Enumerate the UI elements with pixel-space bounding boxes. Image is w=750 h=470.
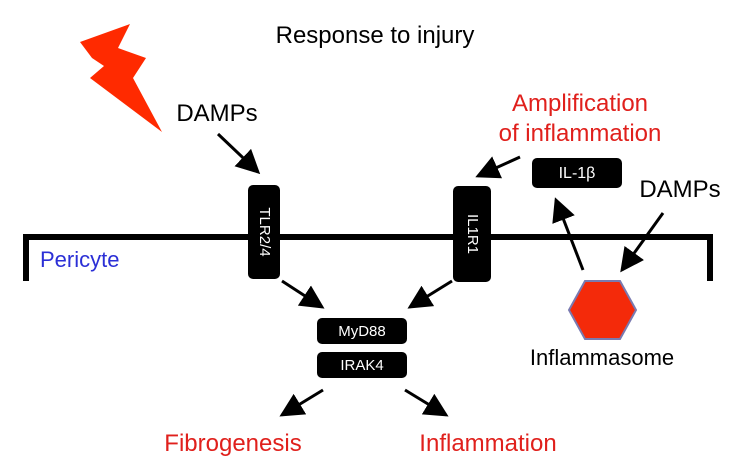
arrow-damps-to-tlr (216, 132, 261, 175)
irak4-label: IRAK4 (340, 357, 383, 374)
inflammasome-label: Inflammasome (530, 345, 674, 370)
damps-label-right: DAMPs (639, 176, 720, 203)
il1r1-receptor: IL1R1 (453, 186, 491, 282)
amplification-label-line1: Amplification (512, 90, 648, 117)
arrow-amplification-to-il1r1 (475, 155, 521, 179)
lightning-bolt-icon (80, 24, 162, 132)
amplification-label-line2: of inflammation (499, 120, 662, 147)
il1b-box: IL-1β (532, 158, 622, 188)
irak4-box: IRAK4 (317, 352, 407, 378)
tlr-receptor-label: TLR2/4 (256, 207, 273, 256)
arrow-irak4-to-fibrogenesis (279, 388, 324, 417)
damps-label-left: DAMPs (176, 100, 257, 127)
il1b-label: IL-1β (559, 165, 596, 182)
il1r1-receptor-label: IL1R1 (464, 214, 481, 254)
pericyte-membrane (23, 234, 713, 281)
myd88-box: MyD88 (317, 318, 407, 344)
fibrogenesis-label: Fibrogenesis (164, 430, 301, 457)
arrow-irak4-to-inflammation (404, 388, 449, 417)
arrow-tlr-to-myd88 (281, 279, 325, 309)
pericyte-label: Pericyte (40, 247, 119, 272)
hexagon-icon (567, 280, 638, 340)
myd88-label: MyD88 (338, 323, 386, 340)
arrow-inflammasome-to-il1b (552, 197, 585, 271)
inflammation-label: Inflammation (419, 430, 556, 457)
diagram-title: Response to injury (276, 22, 475, 49)
arrow-damps-to-inflammasome (620, 212, 665, 273)
tlr-receptor: TLR2/4 (248, 185, 280, 279)
arrow-il1r1-to-myd88 (407, 279, 453, 309)
